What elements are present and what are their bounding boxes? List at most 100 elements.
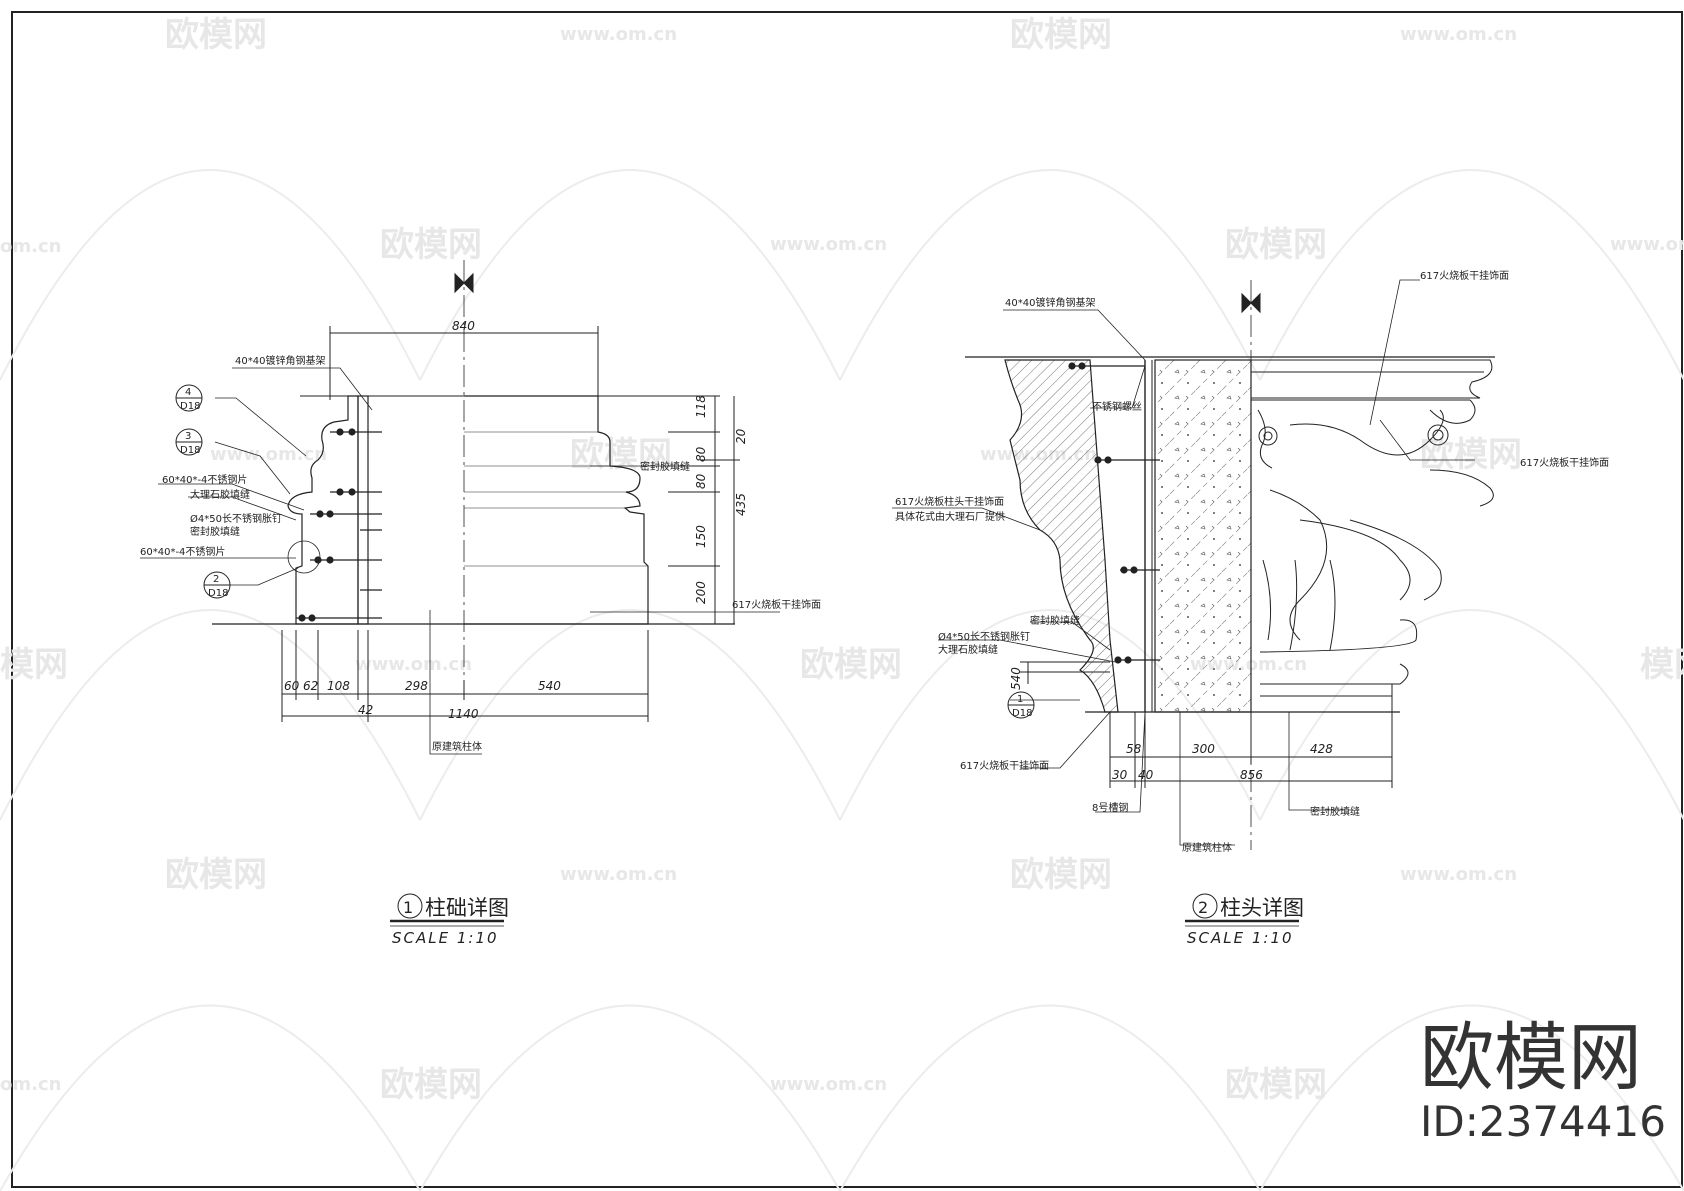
- detail1-title: 柱础详图: [425, 896, 509, 920]
- brand-id: ID:2374416: [1420, 1097, 1666, 1146]
- detail1-title-block: 1 柱础详图 SCALE 1:10: [390, 893, 509, 947]
- dim-40: 40: [1138, 768, 1154, 782]
- watermark-brand: 欧模网: [380, 225, 482, 265]
- dim-300: 300: [1192, 742, 1215, 756]
- watermark-brand: 欧模网: [1010, 855, 1112, 895]
- label-stone-cladding-right: 617火烧板干挂饰面: [1520, 456, 1609, 469]
- base-profile-right: [464, 395, 649, 625]
- dim-30: 30: [1112, 768, 1128, 782]
- label-angle-steel-frame: 40*40镀锌角钢基架: [1005, 296, 1095, 309]
- dim-200: 200: [694, 581, 708, 604]
- label-stone-cladding: 617火烧板干挂饰面: [732, 598, 821, 611]
- leaders-capital: [892, 279, 1475, 846]
- detail1-scale: SCALE 1:10: [392, 929, 499, 947]
- dim-42: 42: [358, 703, 373, 717]
- watermark-url: www.om.cn: [210, 444, 327, 465]
- dim-150: 150: [694, 525, 708, 548]
- label-sealant-2: 密封胶填缝: [640, 460, 690, 473]
- ref-bubble-2: 2 D18: [203, 571, 231, 599]
- watermark-layer: 欧模网 www.om.cn 欧模网 www.om.cn om.cn 欧模网 ww…: [0, 15, 1684, 1191]
- watermark-url: www.om.cn: [560, 24, 677, 45]
- label-expansion-nail: Ø4*50长不锈钢胀钉: [938, 630, 1030, 643]
- watermark-brand: 欧模网: [1225, 225, 1327, 265]
- svg-text:D18: D18: [208, 588, 228, 599]
- watermark-brand: 欧模网: [380, 1065, 482, 1105]
- label-sealant-2: 密封胶填缝: [1310, 805, 1360, 818]
- dim-58: 58: [1126, 742, 1142, 756]
- watermark-arcs: [0, 169, 1684, 1191]
- svg-text:1: 1: [1017, 694, 1023, 705]
- ref-bubble-1: 1 D18: [1007, 691, 1035, 719]
- detail2-scale: SCALE 1:10: [1187, 929, 1294, 947]
- dim-80-a: 80: [694, 446, 708, 462]
- watermark-brand: 欧模网: [1010, 15, 1112, 55]
- label-stainless-screw: 不锈钢螺丝: [1092, 400, 1142, 413]
- leaders-left: [140, 367, 780, 755]
- watermark-url: www.om.cn: [770, 1074, 887, 1095]
- watermark-edge-url: om.cn: [0, 1074, 61, 1095]
- detail2-title-block: 2 柱头详图 SCALE 1:10: [1185, 893, 1304, 947]
- watermark-brand: 欧模网: [165, 15, 267, 55]
- dim-840: 840: [452, 319, 475, 333]
- label-capital-cladding: 617火烧板柱头干挂饰面: [895, 495, 1004, 508]
- dim-435: 435: [734, 493, 748, 516]
- detail-callout-circle: [287, 540, 321, 574]
- dim-60: 60: [284, 679, 300, 693]
- watermark-brand: 欧模网: [1225, 1065, 1327, 1105]
- watermark-edge-brand: 模网: [0, 645, 68, 685]
- dim-80-b: 80: [694, 473, 708, 489]
- detail1-number: 1: [403, 898, 413, 917]
- label-sealant-1: 密封胶填缝: [190, 525, 240, 538]
- dim-20: 20: [734, 428, 748, 444]
- dim-540: 540: [1009, 667, 1023, 690]
- label-angle-steel-frame: 40*40镀锌角钢基架: [235, 354, 325, 367]
- label-steel-plate-2: 60*40*-4不锈钢片: [140, 545, 225, 558]
- label-expansion-nail: Ø4*50长不锈钢胀钉: [190, 512, 282, 525]
- dim-428: 428: [1310, 742, 1333, 756]
- watermark-edge-url: om.cn: [0, 236, 61, 257]
- label-marble-glue: 大理石胶填缝: [190, 488, 250, 501]
- dim-1140: 1140: [448, 707, 479, 721]
- watermark-brand: 欧模网: [800, 645, 902, 685]
- svg-text:D18: D18: [1012, 708, 1032, 719]
- label-marble-glue: 大理石胶填缝: [938, 643, 998, 656]
- dim-108: 108: [327, 679, 350, 693]
- center-symbol: [454, 272, 474, 294]
- label-pattern-supplier: 具体花式由大理石厂提供: [895, 510, 1005, 523]
- svg-text:3: 3: [185, 431, 191, 442]
- sheet-border: [11, 11, 1683, 1188]
- concrete-core: [1154, 359, 1252, 713]
- base-profile-left: [287, 395, 359, 625]
- watermark-url: www.om.cn: [1400, 864, 1517, 885]
- label-stone-cladding-top: 617火烧板干挂饰面: [1420, 269, 1509, 282]
- ref-bubble-4: 4 D18: [175, 384, 203, 412]
- capital-ornament: [1251, 359, 1494, 712]
- detail2-number: 2: [1198, 898, 1208, 917]
- svg-text:2: 2: [213, 574, 219, 585]
- ref-bubble-3: 3 D18: [175, 428, 203, 456]
- watermark-url: www.om.cn: [770, 234, 887, 255]
- label-original-column: 原建筑柱体: [432, 740, 482, 753]
- center-symbol: [1241, 292, 1261, 314]
- column-capital-detail: 58 300 428 30 40 856 540 40*40镀锌角钢基架 617…: [892, 269, 1609, 947]
- dim-298: 298: [405, 679, 428, 693]
- column-base-detail: 840 118 8: [140, 260, 821, 947]
- label-channel-steel: 8号槽钢: [1092, 801, 1128, 814]
- watermark-url: www.om.cn: [1400, 24, 1517, 45]
- watermark-url: www.om.cn: [560, 864, 677, 885]
- dim-856: 856: [1240, 768, 1263, 782]
- label-steel-plate-1: 60*40*-4不锈钢片: [162, 473, 247, 486]
- label-stone-cladding-bottom: 617火烧板干挂饰面: [960, 759, 1049, 772]
- watermark-brand: 欧模网: [165, 855, 267, 895]
- dim-540: 540: [538, 679, 561, 693]
- anchor-bolts: [296, 428, 382, 622]
- branding: 欧模网 ID:2374416: [1420, 1015, 1666, 1146]
- watermark-url: www.om.cn: [1610, 234, 1684, 255]
- watermark-brand: 欧模网: [1420, 435, 1522, 475]
- label-sealant-1: 密封胶填缝: [1030, 614, 1080, 627]
- dim-118: 118: [694, 395, 708, 418]
- label-original-column: 原建筑柱体: [1182, 841, 1232, 854]
- watermark-brand: 欧模网: [570, 435, 672, 475]
- dim-62: 62: [303, 679, 318, 693]
